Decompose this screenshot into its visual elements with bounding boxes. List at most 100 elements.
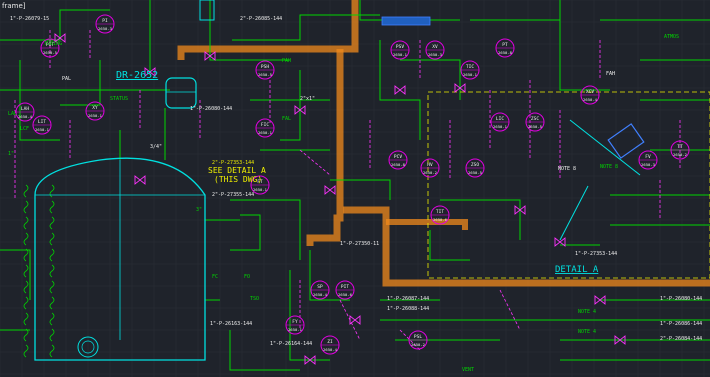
process-line <box>379 40 421 140</box>
detail-a-label[interactable]: DETAIL A <box>555 265 599 275</box>
storage-vessel[interactable] <box>34 157 206 361</box>
instrument-function-text: PIT <box>46 42 54 48</box>
valve-symbol[interactable] <box>294 105 306 115</box>
line-number-label[interactable]: 2"-P-27353-144 <box>212 160 254 166</box>
instrument-number-text: 2650-2 <box>411 342 425 347</box>
instrument-bubble-pit[interactable]: PIT 2650-5 <box>40 38 60 58</box>
level-gauge-mark <box>49 232 55 246</box>
drum-vessel[interactable] <box>165 77 197 109</box>
instrument-function-text: PSV <box>396 44 404 50</box>
valve-symbol[interactable] <box>594 295 606 305</box>
instrument-number-text: 2650-1 <box>88 113 102 118</box>
line-number-label[interactable]: 2"-P-26084-144 <box>660 336 702 342</box>
line-number-label[interactable]: 1"-P-26163-144 <box>210 321 252 327</box>
instrument-number-text: 2650-1 <box>493 124 507 129</box>
instrument-function-text: FIC <box>261 122 269 128</box>
level-gauge-mark <box>23 264 29 278</box>
valve-symbol[interactable] <box>614 335 626 345</box>
instrument-bubble-fic[interactable]: FIC 2650-1 <box>255 118 275 138</box>
instrument-function-text: HV <box>427 162 433 168</box>
line-number-label[interactable]: 2"-P-27355-144 <box>212 192 254 198</box>
line-number-label[interactable]: 1"-P-26164-144 <box>270 341 312 347</box>
instrument-bubble-psv[interactable]: PSV 2650-1 <box>390 40 410 60</box>
instrument-function-text: ZSO <box>471 162 479 168</box>
valve-symbol[interactable] <box>349 315 361 325</box>
instrument-number-text: 2650-6 <box>433 217 447 222</box>
valve-symbol[interactable] <box>394 85 406 95</box>
valve-symbol[interactable] <box>324 185 336 195</box>
instrument-function-text: TIC <box>466 64 474 70</box>
instrument-function-text: FT <box>257 179 263 185</box>
instrument-number-text: 2650-5 <box>43 50 57 55</box>
line-number-label[interactable]: 1"-P-27353-144 <box>575 251 617 257</box>
frame-label: frame] <box>2 2 26 10</box>
line-number-label[interactable]: 1"-P-26088-144 <box>387 306 429 312</box>
process-line <box>229 330 300 371</box>
see-detail-line1: SEE DETAIL A <box>208 166 266 175</box>
process-line <box>559 0 610 91</box>
line-number-label[interactable]: 1"-P-26086-144 <box>660 321 702 327</box>
instrument-number-text: 2650-4 <box>313 292 327 297</box>
text-layer: DR-2652 SEE DETAIL A (THIS DWG) DETAIL A… <box>8 16 702 373</box>
process-line <box>280 70 301 141</box>
level-gauge-mark <box>49 312 55 326</box>
level-gauge-mark <box>23 216 29 230</box>
instrument-number-text: 2650-1 <box>393 52 407 57</box>
level-gauge-mark <box>49 328 55 342</box>
line-number-label[interactable]: 2"-P-26085-144 <box>240 16 282 22</box>
line-number-label[interactable]: 1"-P-26087-144 <box>387 296 429 302</box>
line-number-label[interactable]: 1"-P-26079-15 <box>10 16 49 22</box>
instrument-function-text: ZI <box>327 339 333 345</box>
annotation-label: 1" <box>8 151 14 157</box>
note-label-c: NOTE 4 <box>578 329 596 335</box>
instrument-function-text: FY <box>292 319 298 325</box>
instrument-function-text: PSH <box>261 64 269 70</box>
valve-symbol[interactable] <box>554 237 566 247</box>
valve-symbol[interactable] <box>54 33 66 43</box>
process-line <box>0 9 110 41</box>
process-line <box>289 270 330 361</box>
line-number-label[interactable]: 1"-P-26080-144 <box>190 106 232 112</box>
instrument-function-text: TT <box>677 144 683 150</box>
line-number-label[interactable]: 1"-P-26080-144 <box>660 296 702 302</box>
vessel-tag[interactable]: DR-2652 <box>116 70 158 81</box>
line-number-label[interactable]: 1"-P-27350-11 <box>340 241 379 247</box>
instrument-number-text: 2650-8 <box>391 162 405 167</box>
note-label-b: NOTE 4 <box>578 309 596 315</box>
valve-symbol[interactable] <box>144 67 156 77</box>
level-gauge-mark <box>49 248 55 262</box>
valve-symbol[interactable] <box>514 205 526 215</box>
valve-symbol[interactable] <box>134 175 146 185</box>
instrument-number-text: 2650-1 <box>258 130 272 135</box>
valve-symbol[interactable] <box>454 83 466 93</box>
valve-symbol[interactable] <box>204 51 216 61</box>
valve-symbol[interactable] <box>304 355 316 365</box>
